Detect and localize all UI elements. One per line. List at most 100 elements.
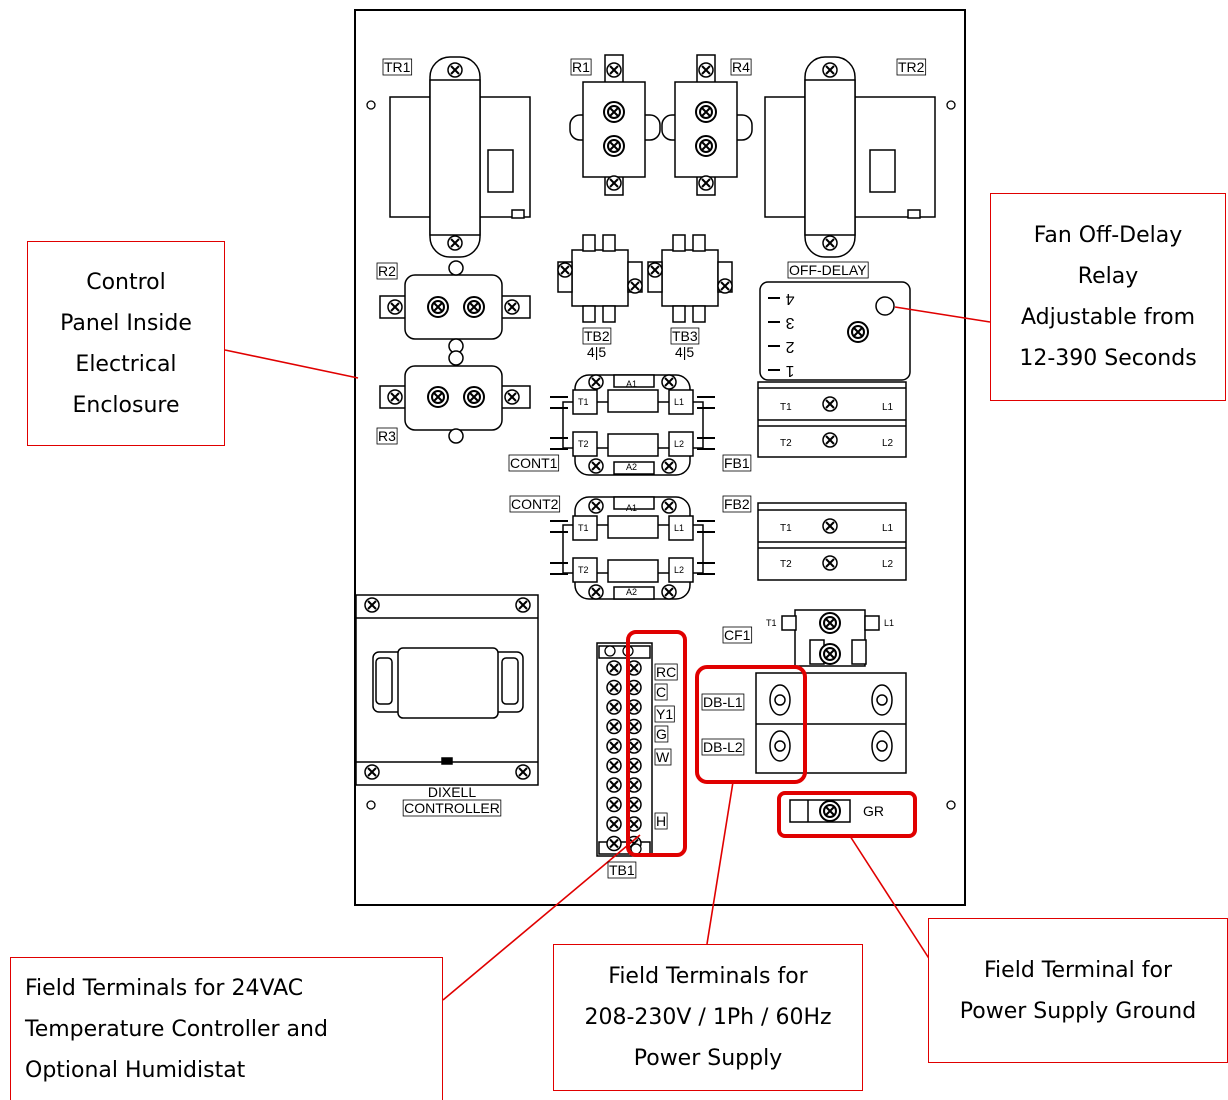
callout-line: Electrical bbox=[75, 351, 177, 377]
callout-field-ground: Field Terminal for Power Supply Ground bbox=[928, 918, 1228, 1063]
callout-field-24vac: Field Terminals for 24VAC Temperature Co… bbox=[10, 957, 443, 1100]
label-tb1-terminal: RC bbox=[656, 664, 676, 680]
label-frame bbox=[670, 327, 700, 345]
label-tb1-terminal: W bbox=[656, 749, 670, 765]
label-tb1-terminal: C bbox=[656, 684, 666, 700]
label-terminal: L1 bbox=[882, 402, 894, 413]
tb1-screw bbox=[606, 738, 622, 754]
callout-line: Panel Inside bbox=[60, 310, 192, 336]
callout-line: Fan Off-Delay bbox=[1033, 223, 1183, 248]
label-controller: CONTROLLER bbox=[404, 800, 500, 816]
callout-line: Power Supply bbox=[633, 1046, 783, 1071]
label-frame bbox=[787, 261, 869, 279]
transformer-tr2 bbox=[764, 56, 936, 258]
label-terminal: T1 bbox=[780, 523, 792, 534]
leader-field-ground bbox=[849, 835, 931, 961]
label-a1: A1 bbox=[626, 379, 637, 389]
fuse-block-fb2 bbox=[757, 502, 907, 581]
callout-line: Field Terminal for bbox=[984, 957, 1172, 983]
tb1-end-hole bbox=[604, 645, 616, 657]
label-relay-pin: 4 bbox=[785, 290, 794, 307]
label-frame bbox=[509, 495, 561, 513]
label-relay-pin: 2 bbox=[785, 338, 794, 355]
label-terminal: T2 bbox=[578, 439, 589, 449]
callout-line: Power Supply Ground bbox=[959, 998, 1197, 1024]
label-terminal: T1 bbox=[578, 397, 589, 407]
callout-line: 208-230V / 1Ph / 60Hz bbox=[584, 1005, 832, 1030]
callout-line: Temperature Controller and bbox=[25, 1016, 328, 1042]
relay-r3 bbox=[379, 350, 531, 444]
label-terminal: L2 bbox=[674, 439, 684, 449]
callout-line: Field Terminals for bbox=[608, 964, 808, 989]
tb1-screw bbox=[606, 757, 622, 774]
label-terminal: T1 bbox=[766, 618, 777, 628]
transformer-tr1 bbox=[389, 56, 531, 258]
tb1-screw bbox=[606, 835, 622, 852]
label-terminal: L1 bbox=[884, 618, 894, 628]
label-r3: R3 bbox=[378, 428, 396, 444]
label-frame bbox=[654, 812, 668, 830]
tb1-screw bbox=[606, 660, 622, 676]
callout-line: 12-390 Seconds bbox=[1019, 346, 1197, 371]
label-frame bbox=[582, 327, 612, 345]
label-cont2: CONT2 bbox=[511, 496, 559, 512]
relay-r2 bbox=[379, 260, 531, 354]
label-terminal: L1 bbox=[674, 523, 684, 533]
label-r4: R4 bbox=[732, 59, 750, 75]
callout-line: Relay bbox=[1077, 264, 1139, 289]
tb1-screw bbox=[606, 796, 622, 813]
terminal-block-tb1 bbox=[596, 642, 653, 857]
label-db-l2: DB-L2 bbox=[703, 739, 743, 755]
label-frame bbox=[654, 705, 675, 723]
leader-field-power bbox=[706, 781, 734, 945]
label-frame bbox=[654, 725, 669, 743]
label-frame bbox=[896, 58, 927, 76]
callout-line: Optional Humidistat bbox=[25, 1057, 246, 1083]
label-r2: R2 bbox=[378, 263, 396, 279]
callout-fan-relay: Fan Off-Delay Relay Adjustable from 12-3… bbox=[990, 193, 1226, 401]
label-gr: GR bbox=[863, 803, 884, 819]
label-terminal: T1 bbox=[780, 402, 792, 413]
label-cf1: CF1 bbox=[724, 627, 751, 643]
label-off-delay: OFF-DELAY bbox=[789, 262, 867, 278]
callout-line: Control bbox=[86, 269, 166, 295]
highlight-db bbox=[695, 665, 807, 784]
label-terminal: L1 bbox=[674, 397, 684, 407]
label-fb1: FB1 bbox=[724, 455, 750, 471]
label-r1: R1 bbox=[572, 59, 590, 75]
label-frame bbox=[654, 663, 678, 681]
label-tb1: TB1 bbox=[609, 862, 635, 878]
leader-fan-relay bbox=[894, 306, 991, 323]
tb1-screw bbox=[606, 777, 622, 793]
label-frame bbox=[376, 427, 398, 445]
contactor-cont1 bbox=[562, 374, 704, 476]
relay-r4 bbox=[661, 54, 753, 196]
label-cont1: CONT1 bbox=[510, 455, 558, 471]
label-a2: A2 bbox=[626, 462, 637, 472]
label-frame bbox=[402, 799, 502, 817]
label-tr1: TR1 bbox=[384, 59, 411, 75]
label-frame bbox=[722, 495, 752, 513]
label-tb1-terminal: H bbox=[656, 813, 666, 829]
label-tb2: TB2 bbox=[584, 328, 610, 344]
label-frame bbox=[701, 738, 745, 756]
label-frame bbox=[730, 58, 752, 76]
label-terminal: T2 bbox=[578, 565, 589, 575]
label-frame bbox=[701, 693, 745, 711]
callout-control-panel: Control Panel Inside Electrical Enclosur… bbox=[27, 241, 225, 446]
tb1-screw bbox=[606, 699, 622, 715]
label-dixell: DIXELL bbox=[428, 784, 476, 800]
label-a1: A1 bbox=[626, 503, 637, 513]
label-frame bbox=[722, 626, 753, 644]
label-tb1-terminal: Y1 bbox=[656, 706, 673, 722]
dixell-controller bbox=[355, 594, 539, 786]
tb1-screw bbox=[606, 718, 622, 735]
highlight-gr bbox=[777, 791, 917, 838]
callout-field-power: Field Terminals for 208-230V / 1Ph / 60H… bbox=[553, 944, 863, 1091]
label-tr2: TR2 bbox=[898, 59, 925, 75]
terminal-block-tb2 bbox=[557, 234, 643, 323]
label-tb2-pins: 4|5 bbox=[587, 344, 606, 360]
label-relay-pin: 1 bbox=[785, 362, 794, 379]
label-frame bbox=[376, 262, 398, 280]
